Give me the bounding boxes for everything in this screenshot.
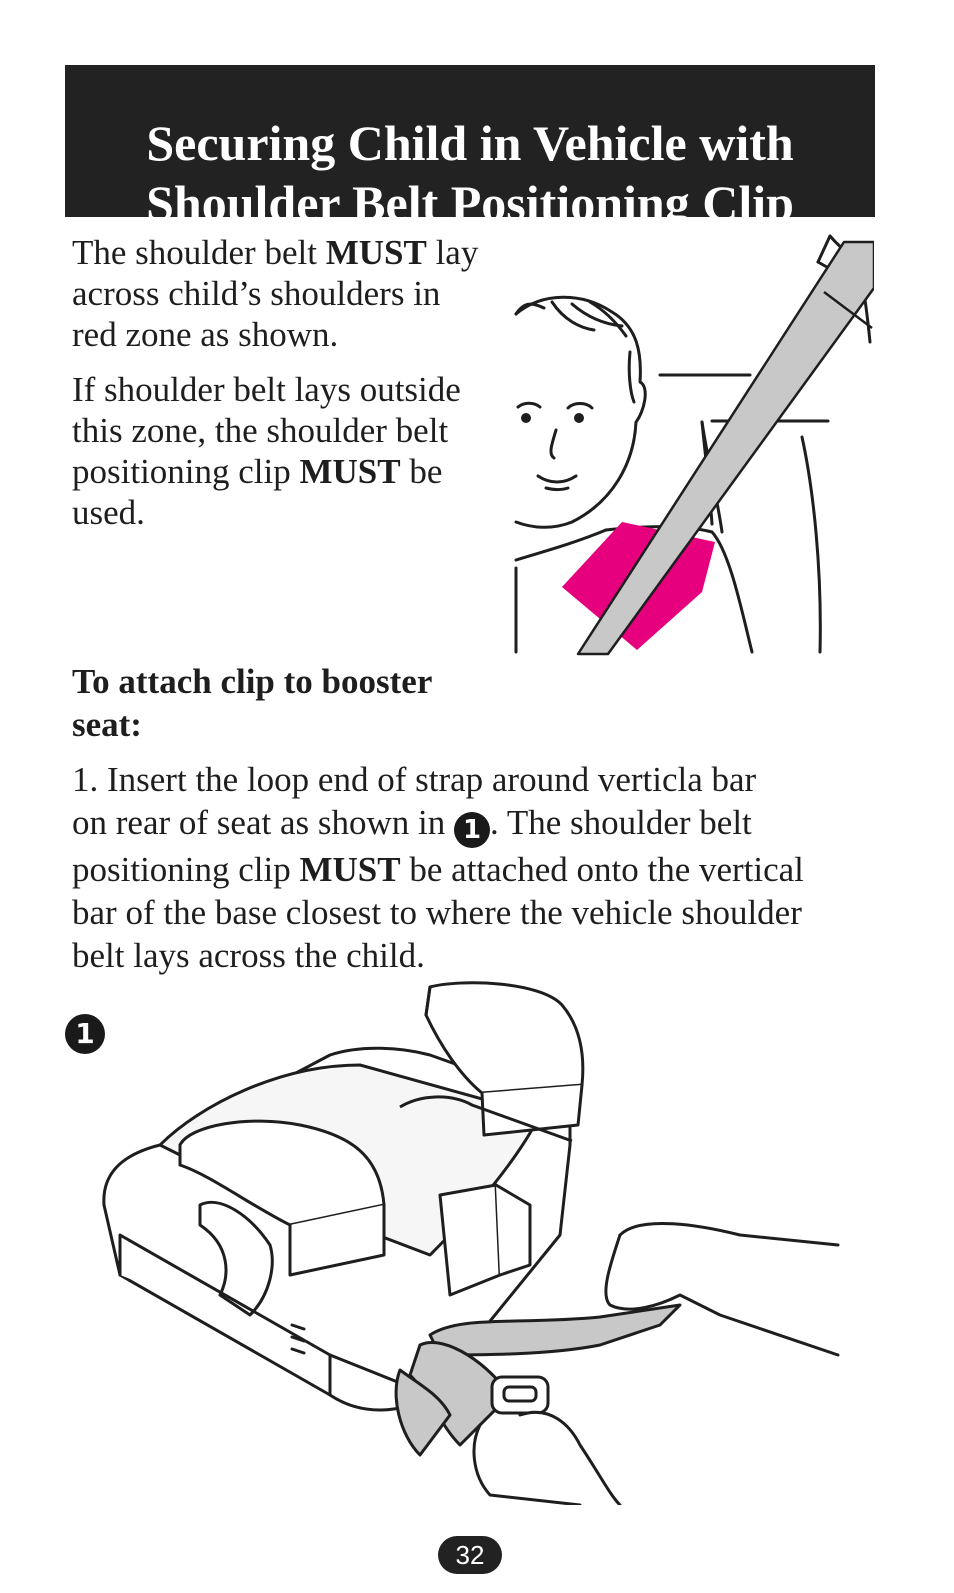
text-run: be [400, 452, 443, 491]
emphasis: MUST [299, 850, 401, 889]
text-line: used. [72, 493, 145, 532]
child-belt-illustration [514, 234, 874, 656]
text-line: across child’s shoulders in [72, 274, 441, 313]
intro-paragraph-1: The shoulder belt MUST lay across child’… [72, 232, 478, 355]
text-line: red zone as shown. [72, 315, 339, 354]
text-line: belt lays across the child. [72, 936, 425, 975]
text-run: . The shoulder belt [489, 803, 752, 842]
title-line-2: Shoulder Belt Positioning Clip [146, 175, 794, 231]
text-line: To attach clip to booster [72, 662, 433, 701]
text-line: If shoulder belt lays outside [72, 370, 461, 409]
figure-number-badge: 1 [65, 1014, 105, 1054]
step-1-paragraph: 1. Insert the loop end of strap around v… [72, 758, 872, 977]
text-run: The shoulder belt [72, 233, 326, 272]
text-line: 1. Insert the loop end of strap around v… [72, 760, 757, 799]
text-run: on rear of seat as shown in [72, 803, 454, 842]
text-line: bar of the base closest to where the veh… [72, 893, 802, 932]
text-run: positioning clip [72, 850, 300, 889]
figure-1-label: 1 [65, 1011, 105, 1054]
text-line: seat: [72, 705, 142, 744]
text-line: this zone, the shoulder belt [72, 411, 449, 450]
page-number: 32 [438, 1536, 502, 1574]
figure-reference-badge: 1 [453, 812, 490, 848]
text-run: be attached onto the vertical [400, 850, 804, 889]
intro-paragraph-2: If shoulder belt lays outside this zone,… [72, 369, 461, 533]
emphasis: MUST [299, 452, 401, 491]
text-run: lay [426, 233, 479, 272]
title-line-1: Securing Child in Vehicle with [146, 115, 794, 171]
booster-seat-illustration [102, 981, 840, 1505]
emphasis: MUST [325, 233, 427, 272]
page-header: Securing Child in Vehicle with Shoulder … [65, 65, 875, 231]
section-subheading: To attach clip to booster seat: [72, 660, 432, 746]
text-run: positioning clip [72, 452, 300, 491]
